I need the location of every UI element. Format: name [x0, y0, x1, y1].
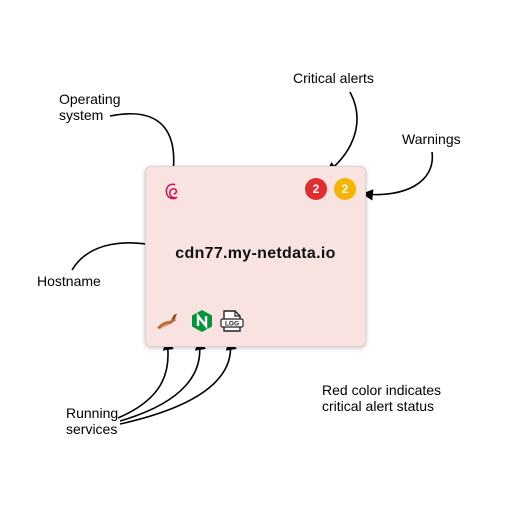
critical-status-note: Red color indicates critical alert statu…	[322, 382, 442, 414]
log-icon[interactable]: LOG	[220, 309, 244, 333]
node-card[interactable]: 2 2 cdn77.my-netdata.io LOG	[145, 166, 366, 347]
log-icon-label: LOG	[225, 321, 239, 328]
service-arrow-1	[117, 338, 174, 419]
running-services-annotation: Running services	[66, 405, 119, 437]
critical-alerts-annotation: Critical alerts	[293, 70, 374, 86]
debian-swirl-icon	[165, 183, 178, 200]
hostname: cdn77.my-netdata.io	[175, 245, 336, 262]
warnings-arrow	[361, 151, 434, 201]
critical-alerts-badge[interactable]: 2	[305, 178, 327, 200]
service-arrow-2	[119, 338, 206, 422]
warnings-badge[interactable]: 2	[334, 178, 356, 200]
nginx-icon[interactable]	[190, 309, 214, 333]
hostname-arrow	[71, 238, 159, 271]
service-arrow-3	[119, 338, 237, 425]
critical-arrow	[326, 91, 358, 174]
hostname-annotation: Hostname	[37, 273, 101, 289]
operating-system-annotation: Operating system	[59, 91, 121, 123]
mysql-dolphin-icon[interactable]	[155, 309, 179, 333]
warnings-annotation: Warnings	[402, 131, 461, 147]
